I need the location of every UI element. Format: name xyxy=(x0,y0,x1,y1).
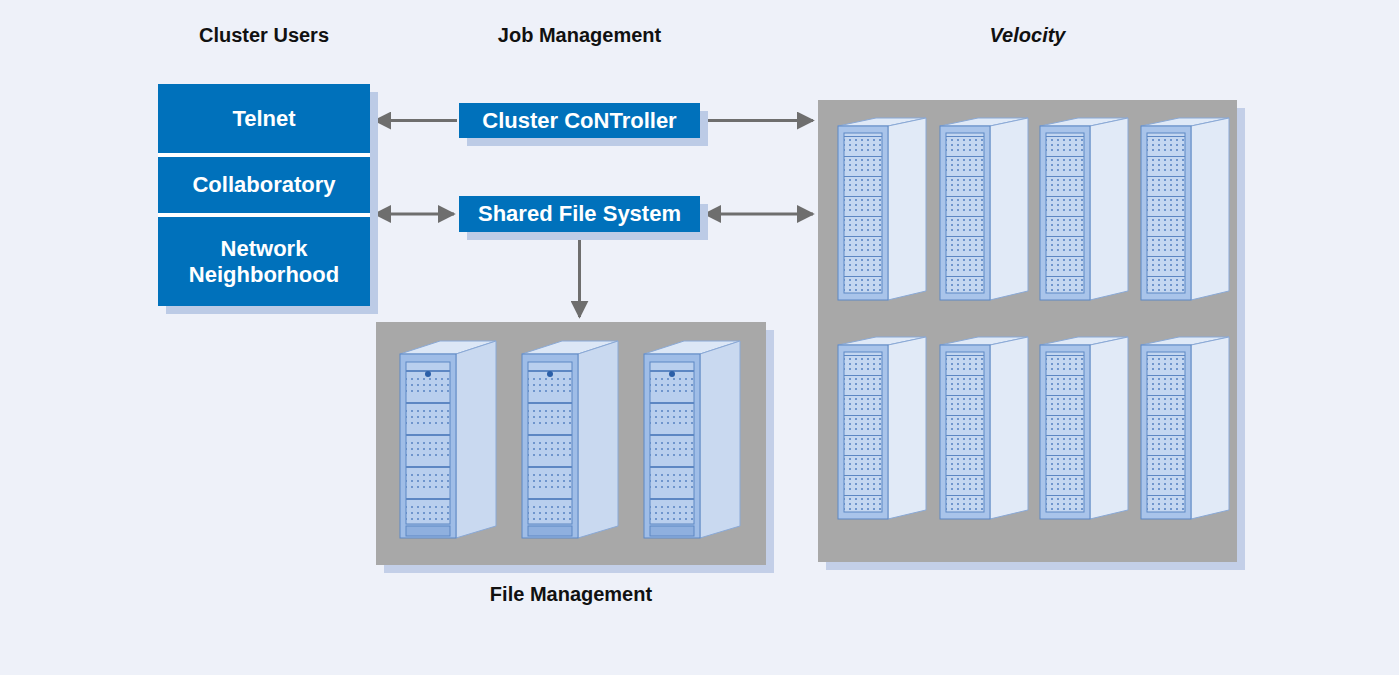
server-panel: File Management xyxy=(376,322,766,565)
access-box: Collaboratory xyxy=(158,157,370,213)
access-box: Telnet xyxy=(158,84,370,153)
server-panel: Velocity xyxy=(818,100,1237,562)
box-label: Shared File System xyxy=(470,201,689,226)
connector-arrow xyxy=(375,119,457,122)
group-heading: Cluster Users xyxy=(199,24,329,47)
connector-arrow xyxy=(702,119,813,122)
box-label: Collaboratory xyxy=(184,172,343,197)
connector-arrow xyxy=(578,232,581,317)
group-heading: Job Management xyxy=(498,24,661,47)
group-heading: File Management xyxy=(490,583,652,606)
process-box: Job ManagementCluster CoNTroller xyxy=(459,103,700,138)
access-box: Network Neighborhood xyxy=(158,217,370,306)
box-label: Cluster CoNTroller xyxy=(474,108,684,133)
connector-arrow xyxy=(705,213,813,216)
box-label: Network Neighborhood xyxy=(158,236,370,287)
connector-arrow xyxy=(375,213,454,216)
group-heading: Velocity xyxy=(990,24,1066,47)
process-box: Shared File System xyxy=(459,196,700,232)
user-group: Cluster UsersTelnetCollaboratoryNetwork … xyxy=(158,84,370,306)
box-label: Telnet xyxy=(224,106,303,131)
